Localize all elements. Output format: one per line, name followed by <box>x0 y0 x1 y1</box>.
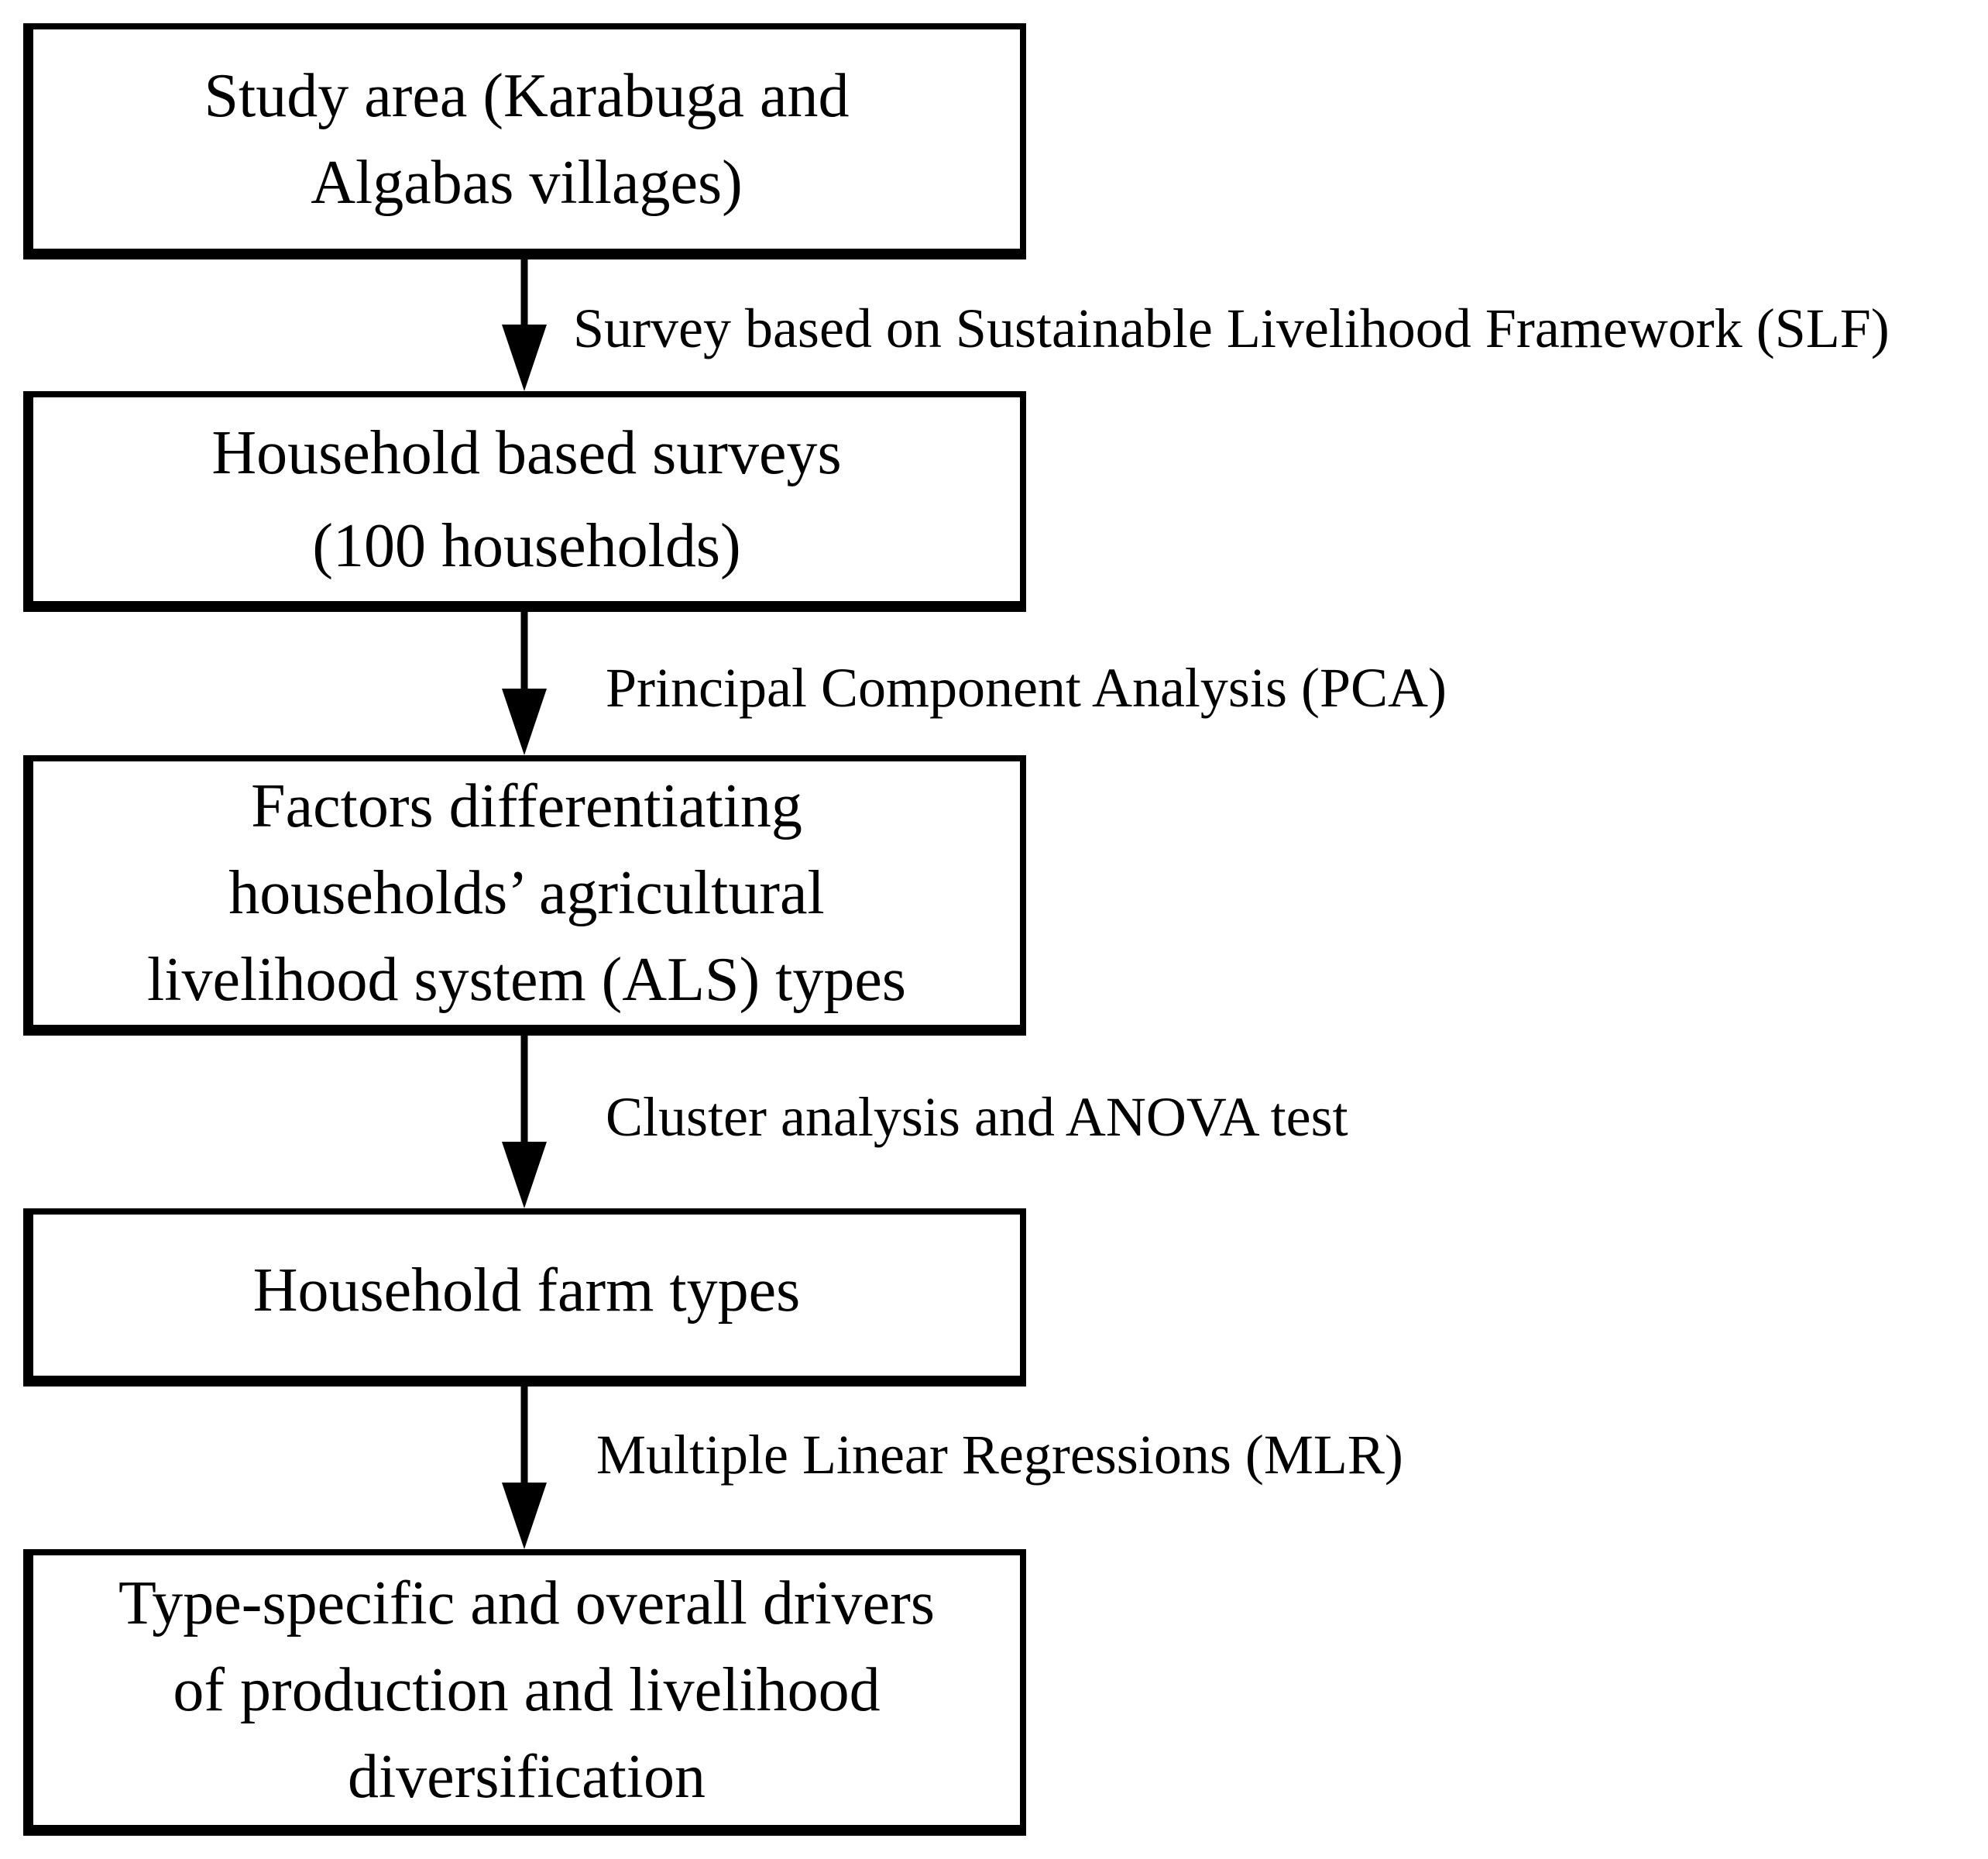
down-arrow-3 <box>502 1036 547 1208</box>
box-drivers: Type-specific and overall drivers of pro… <box>23 1549 1026 1836</box>
box-study-area-text: Study area (Karabuga and Algabas village… <box>204 61 850 217</box>
box-study-area: Study area (Karabuga and Algabas village… <box>23 23 1026 259</box>
box-household-surveys: Household based surveys (100 households) <box>23 391 1026 612</box>
box-farm-types: Household farm types <box>23 1208 1026 1387</box>
arrow-head-icon <box>502 325 547 391</box>
down-arrow-1 <box>502 259 547 391</box>
box-farm-types-text: Household farm types <box>252 1256 801 1325</box>
arrow-label-cluster-anova: Cluster analysis and ANOVA test <box>606 1086 1348 1148</box>
arrow-head-icon <box>502 1483 547 1549</box>
arrow-head-icon <box>502 1142 547 1208</box>
arrow-label-slf: Survey based on Sustainable Livelihood F… <box>573 297 1890 359</box>
arrow-label-mlr: Multiple Linear Regressions (MLR) <box>596 1424 1403 1486</box>
arrow-shaft <box>520 259 528 337</box>
arrow-label-pca: Principal Component Analysis (PCA) <box>606 657 1447 719</box>
arrow-shaft <box>520 612 528 701</box>
box-drivers-text: Type-specific and overall drivers of pro… <box>118 1569 935 1811</box>
arrow-head-icon <box>502 689 547 755</box>
arrow-shaft <box>520 1036 528 1154</box>
down-arrow-2 <box>502 612 547 755</box>
box-household-surveys-text: Household based surveys (100 households) <box>211 418 842 580</box>
down-arrow-4 <box>502 1387 547 1549</box>
box-als-factors-text: Factors differentiating households’ agri… <box>147 772 906 1014</box>
arrow-shaft <box>520 1387 528 1495</box>
box-als-factors: Factors differentiating households’ agri… <box>23 755 1026 1036</box>
